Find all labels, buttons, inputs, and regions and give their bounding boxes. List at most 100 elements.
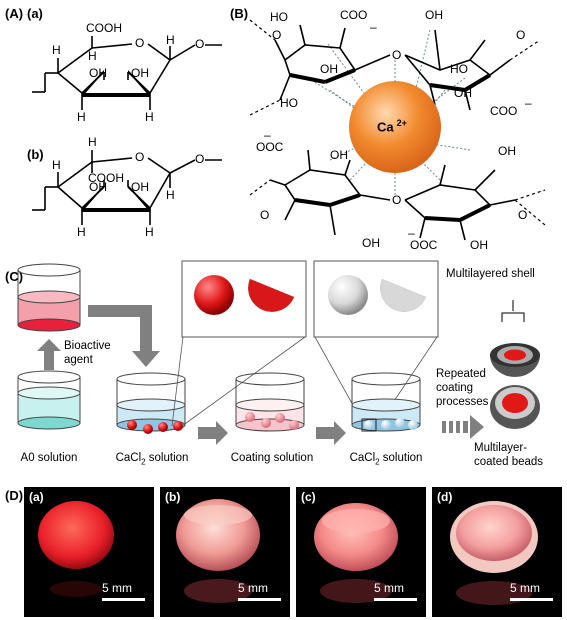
cacl2-sub-2: 2 <box>375 457 380 467</box>
oh-2: OH <box>320 62 338 76</box>
panel-c: (C) <box>0 255 567 480</box>
o-4: O <box>260 208 270 222</box>
ho-2: HO <box>450 62 468 76</box>
o-6: O <box>518 208 528 222</box>
a0-label: A0 solution <box>20 452 78 464</box>
beaker-a0 <box>17 370 81 430</box>
h-a3: H <box>166 33 175 47</box>
link-o-a: O <box>195 37 205 51</box>
ca-symbol: Ca <box>377 119 394 135</box>
cacl2-label-2: CaCl2 solution <box>340 451 432 469</box>
bead-multilayer-photo <box>450 501 538 605</box>
cooh-b: COOH <box>88 171 124 185</box>
arrow-2 <box>316 421 346 445</box>
minus-2: – <box>525 96 532 110</box>
cacl2-suffix-2: solution <box>379 452 423 464</box>
panel-b-label: (B) <box>230 6 249 21</box>
photo-a: (a) 5 mm <box>24 487 154 617</box>
photo-a-label: (a) <box>29 490 44 504</box>
ho-1: HO <box>270 10 288 24</box>
photo-a-scale: 5 mm <box>102 581 132 595</box>
bent-arrow <box>88 305 160 367</box>
coated-beads-label: Multilayer- coated beads <box>474 442 544 468</box>
minus-4: – <box>408 226 415 240</box>
bead-red-photo <box>38 501 114 597</box>
h-b4: H <box>77 225 86 239</box>
oh-1: OH <box>425 8 443 22</box>
h-b3: H <box>166 188 175 202</box>
oh-5: OH <box>498 144 516 158</box>
panel-a: (A) (a) (b) <box>0 0 230 245</box>
photo-c: (c) 5 mm <box>296 487 426 617</box>
beaker-bioactive <box>17 263 81 332</box>
shell-lower <box>490 385 540 429</box>
cacl2-suffix-1: solution <box>145 452 189 464</box>
cacl2-label-1: CaCl2 solution <box>106 451 198 469</box>
ca-charge: 2+ <box>396 118 407 128</box>
photo-d-scale: 5 mm <box>510 581 540 595</box>
oh-4: OH <box>330 148 348 162</box>
process-diagram <box>17 260 540 445</box>
link-o-b: O <box>195 152 205 166</box>
photo-b-scale: 5 mm <box>238 581 268 595</box>
oh-7: OH <box>470 238 488 252</box>
photo-b-scalebar <box>238 598 281 601</box>
photo-c-label: (c) <box>301 490 316 504</box>
bead-pink-photo <box>314 503 398 603</box>
photo-d-label: (d) <box>437 490 453 504</box>
ooc-1: OOC <box>256 140 284 154</box>
h-a4: H <box>77 110 86 124</box>
oh-b2: OH <box>131 180 149 194</box>
panel-c-label: (C) <box>5 269 24 284</box>
photo-a-scalebar <box>102 598 145 601</box>
panel-a-b-label: (b) <box>27 147 44 162</box>
minus-3: – <box>264 128 271 142</box>
oh-b1: OH <box>89 180 107 194</box>
photo-b-label: (b) <box>165 490 181 504</box>
panel-b: (B) <box>230 0 567 255</box>
egg-box-diagram <box>249 19 546 241</box>
repeated-label: Repeated coating processes <box>436 368 489 408</box>
shell-upper <box>490 343 540 377</box>
h-b5: H <box>145 225 154 239</box>
coo-1: COO <box>340 8 368 22</box>
photo-c-scalebar <box>374 598 417 601</box>
ring-o-b: O <box>135 150 145 164</box>
coo-2: COO <box>490 104 518 118</box>
h-a5: H <box>145 110 154 124</box>
bead-coated-photo <box>176 499 260 603</box>
photo-d: (d) 5 mm <box>432 487 562 617</box>
multishell-label: Multilayered shell <box>446 268 535 280</box>
cacl2-prefix-1: CaCl <box>115 452 142 464</box>
cacl2-prefix-2: CaCl <box>349 452 376 464</box>
photo-b: (b) 5 mm <box>160 487 290 617</box>
o-1: O <box>272 28 282 42</box>
cooh-a: COOH <box>86 21 122 35</box>
ho-3: HO <box>280 96 298 110</box>
cacl2-sub-1: 2 <box>141 457 146 467</box>
ooc-2: OOC <box>410 238 438 252</box>
h-b2: H <box>52 158 61 172</box>
photo-c-scale: 5 mm <box>374 581 404 595</box>
panel-d-label: (D) <box>5 488 24 503</box>
calcium-ion <box>349 81 441 173</box>
photo-d-scalebar <box>510 598 553 601</box>
bioactive-label: Bioactive agent <box>64 340 111 366</box>
h-a2: H <box>52 43 61 57</box>
panel-a-label: (A) <box>5 6 24 21</box>
o-5: O <box>392 193 402 207</box>
oh-3: OH <box>454 86 472 100</box>
o-3: O <box>516 28 526 42</box>
coating-label: Coating solution <box>230 452 314 464</box>
h-b1: H <box>88 135 97 149</box>
up-arrow <box>37 339 61 370</box>
h-a1: H <box>88 49 97 63</box>
panel-a-a-label: (a) <box>27 6 43 21</box>
o-2: O <box>392 48 402 62</box>
oh-a2: OH <box>131 66 149 80</box>
glucuronate-structure-a <box>32 36 222 225</box>
ring-o-a: O <box>135 36 145 50</box>
minus-1: – <box>370 20 377 34</box>
oh-6: OH <box>362 236 380 250</box>
